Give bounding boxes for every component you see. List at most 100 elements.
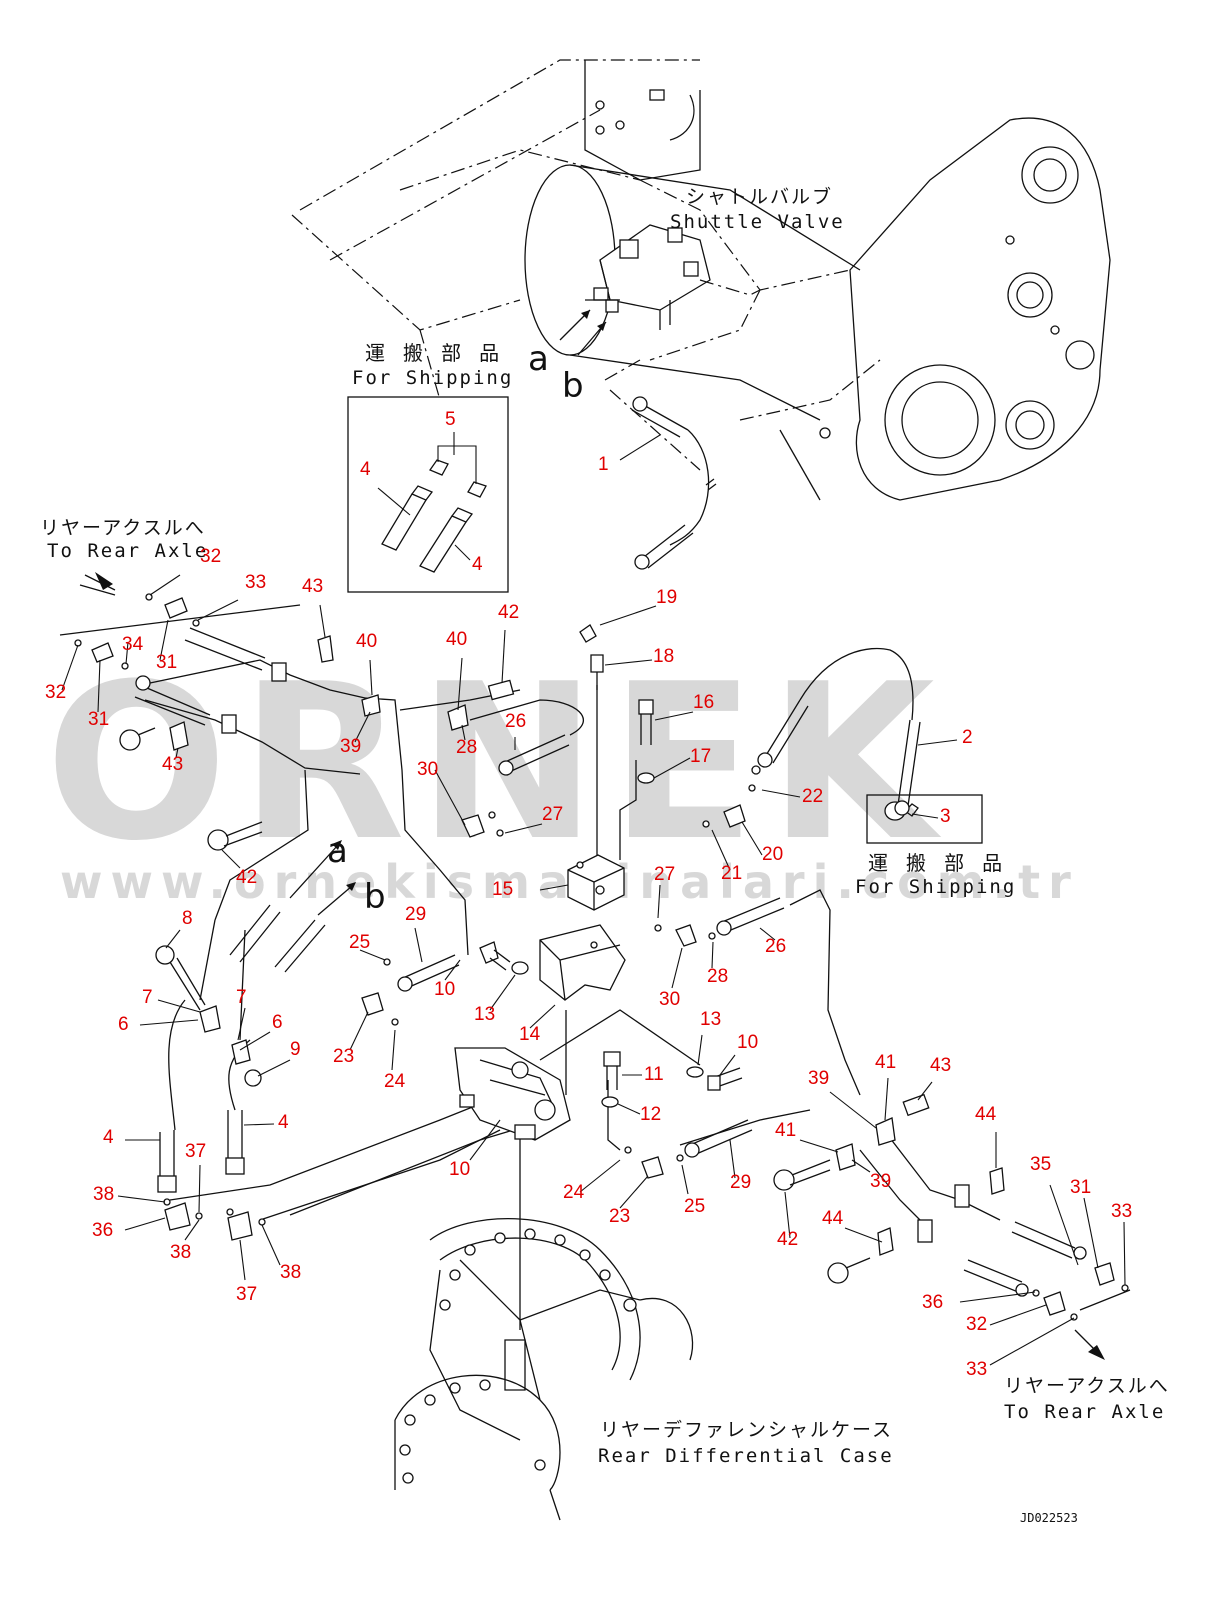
leader-line (1049, 1184, 1079, 1266)
part-number-label: 30 (659, 989, 680, 1010)
leader-line (198, 1164, 201, 1213)
leader-line (434, 769, 466, 826)
port-letter-a-top: a (528, 339, 549, 379)
port-letter-b-mid: b (364, 877, 386, 917)
leader-line (369, 659, 373, 696)
part-number-label: 42 (777, 1229, 798, 1250)
shuttle-valve-caption-jp: シャトルバルブ (686, 185, 833, 208)
part-number-label: 43 (930, 1055, 951, 1076)
part-number-label: 43 (162, 754, 183, 775)
part-number-label: 33 (966, 1359, 987, 1380)
part-number-label: 4 (278, 1112, 289, 1133)
leader-line (149, 574, 181, 596)
part-number-label: 18 (653, 646, 674, 667)
leader-line (711, 941, 714, 969)
part-number-label: 27 (654, 864, 675, 885)
for-shipping-caption-en-right: For Shipping (855, 876, 1016, 898)
leader-line (619, 1175, 649, 1209)
to-rear-axle-caption-jp-left: リヤーアクスルへ (40, 517, 206, 539)
leader-line (619, 434, 661, 461)
leader-line (377, 487, 411, 516)
part-number-label: 4 (472, 554, 483, 575)
part-number-label: 31 (1070, 1177, 1091, 1198)
part-number-label: 12 (640, 1104, 661, 1125)
part-number-label: 33 (245, 572, 266, 593)
leader-line (654, 711, 694, 721)
part-number-label: 28 (456, 737, 477, 758)
leader-line (501, 629, 506, 684)
leader-line (1083, 1197, 1099, 1269)
leader-line (851, 1159, 871, 1173)
leader-line (139, 1019, 199, 1026)
leader-line (529, 1004, 556, 1029)
part-number-label: 33 (1111, 1201, 1132, 1222)
leader-line (697, 1034, 703, 1066)
port-letter-a-mid: a (327, 831, 348, 871)
drawing-code: JD022523 (1020, 1511, 1078, 1525)
leader-lines (61, 432, 1126, 1366)
leader-line (349, 1011, 369, 1051)
part-number-label: 28 (707, 966, 728, 987)
leader-line (261, 1224, 281, 1266)
part-number-label: 7 (142, 987, 153, 1008)
leader-line (391, 1029, 396, 1071)
for-shipping-caption-en: For Shipping (352, 367, 513, 389)
part-number-label: 4 (103, 1127, 114, 1148)
leader-line (759, 927, 776, 941)
leader-line (359, 949, 386, 961)
leader-line (539, 884, 569, 891)
leader-line (354, 711, 371, 743)
part-number-label: 25 (684, 1196, 705, 1217)
part-number-label: 10 (737, 1032, 758, 1053)
part-number-label: 8 (182, 908, 193, 929)
shuttle-valve-caption-en: Shuttle Valve (670, 211, 845, 233)
hose-lines (59, 396, 1131, 1360)
leader-line (719, 1054, 736, 1076)
watermark-text: ORNEK (45, 637, 947, 888)
leader-line (604, 659, 653, 666)
shuttle-valve (559, 224, 761, 381)
part-number-label: 7 (236, 987, 247, 1008)
leader-line (469, 1119, 501, 1161)
part-number-label: 24 (384, 1071, 406, 1092)
leader-line (617, 1103, 641, 1115)
leader-line (657, 884, 661, 919)
part-number-label: 38 (170, 1242, 191, 1263)
leader-line (125, 641, 129, 665)
leader-line (917, 1081, 933, 1101)
part-number-label: 17 (690, 746, 711, 767)
part-number-label: 37 (236, 1284, 257, 1305)
part-number-label: 11 (644, 1064, 664, 1085)
part-number-label: 39 (870, 1171, 891, 1192)
leader-line (989, 1317, 1075, 1366)
leader-line (239, 1239, 246, 1281)
leader-line (157, 999, 201, 1013)
part-number-label: 37 (185, 1141, 206, 1162)
leader-line (237, 1007, 246, 1041)
leader-line (457, 657, 463, 711)
part-number-label: 23 (609, 1206, 630, 1227)
leader-line (959, 1291, 1036, 1303)
part-number-label: 21 (721, 863, 742, 884)
to-rear-axle-caption-en-right: To Rear Axle (1004, 1401, 1165, 1423)
leader-line (117, 1195, 166, 1203)
part-number-label: 44 (975, 1104, 997, 1125)
leader-line (1123, 1221, 1126, 1286)
for-shipping-caption-jp: 運 搬 部 品 (365, 341, 502, 365)
chassis-frame (291, 59, 1111, 501)
leader-line (579, 1159, 621, 1193)
part-number-label: 24 (563, 1182, 585, 1203)
part-number-label: 26 (505, 711, 526, 732)
part-number-label: 9 (290, 1039, 301, 1060)
leader-line (504, 823, 543, 834)
part-number-label: 22 (802, 786, 823, 807)
part-number-label: 31 (88, 709, 109, 730)
leader-line (97, 659, 101, 713)
leader-line (257, 1059, 291, 1077)
rear-diff-caption-en: Rear Differential Case (598, 1445, 894, 1467)
leader-line (711, 829, 731, 871)
part-number-label: 6 (272, 1012, 283, 1033)
leader-line (175, 747, 179, 759)
